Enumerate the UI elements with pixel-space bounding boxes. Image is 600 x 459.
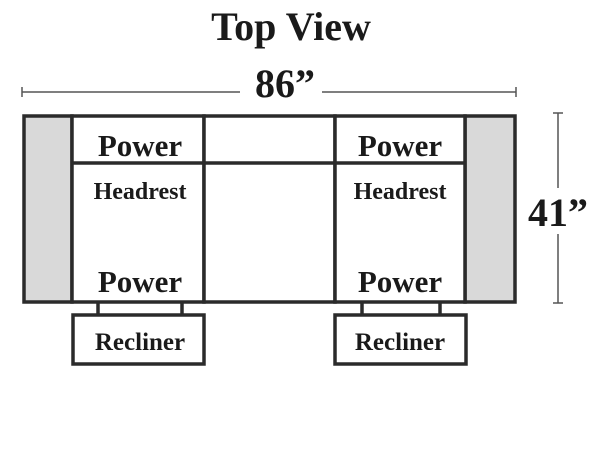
left-seat (70, 114, 206, 304)
right-seat-power-headrest-label: Power (358, 128, 443, 163)
width-dimension: 86” (21, 61, 517, 106)
diagram-title: Top View (211, 4, 371, 49)
middle-console (202, 114, 337, 304)
left-armrest (22, 114, 74, 304)
left-footrest-label: Recliner (95, 329, 185, 356)
right-seat-power-label: Power (358, 264, 443, 299)
sofa-body (22, 114, 517, 366)
depth-dimension: 41” (520, 112, 596, 304)
left-seat-power-headrest-label: Power (98, 128, 183, 163)
left-seat-headrest-label: Headrest (94, 179, 187, 205)
width-label: 86” (255, 61, 315, 106)
left-footrest (71, 313, 206, 366)
right-footrest-label: Recliner (355, 329, 445, 356)
right-armrest (463, 114, 517, 304)
left-seat-power-label: Power (98, 264, 183, 299)
right-footrest (333, 313, 468, 366)
right-seat-headrest-label: Headrest (354, 179, 447, 205)
depth-label: 41” (528, 190, 588, 235)
depth-label-backdrop (520, 188, 596, 234)
right-seat (333, 114, 467, 304)
